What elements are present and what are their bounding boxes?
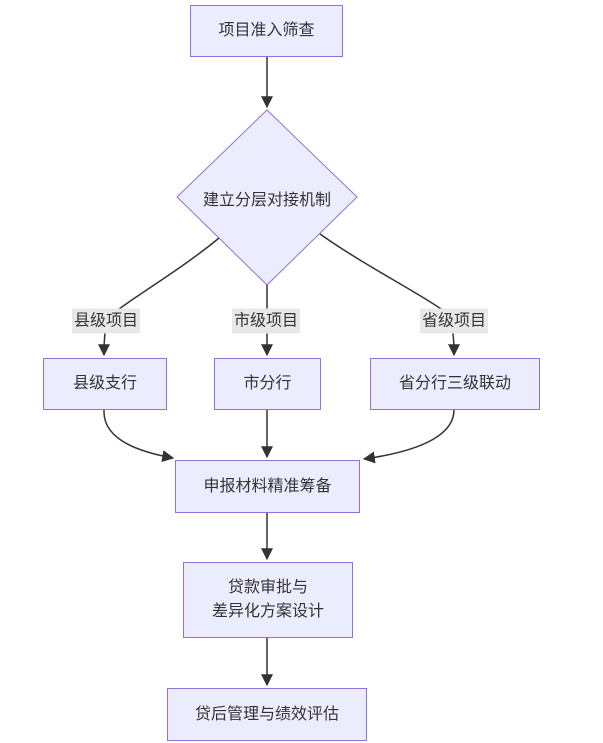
node-loan-approval: 贷款审批与 差异化方案设计 bbox=[183, 562, 353, 638]
node-project-screening-label: 项目准入筛查 bbox=[218, 22, 315, 39]
node-loan-approval-label-line1: 贷款审批与 bbox=[227, 579, 308, 596]
edge-label-city-project: 市级项目 bbox=[231, 308, 301, 334]
node-decision-mechanism: 建立分层对接机制 bbox=[177, 110, 357, 285]
edge-county-branch-to-materials bbox=[103, 409, 175, 463]
node-decision-mechanism-label: 建立分层对接机制 bbox=[202, 191, 331, 209]
node-province-branch-label: 省分行三级联动 bbox=[398, 375, 511, 392]
edge-mechanism-to-province-branch bbox=[319, 233, 460, 357]
node-materials-preparation-label: 申报材料精准筹备 bbox=[203, 477, 332, 495]
node-materials-preparation: 申报材料精准筹备 bbox=[175, 460, 360, 513]
node-city-branch: 市分行 bbox=[214, 358, 321, 410]
node-province-branch: 省分行三级联动 bbox=[370, 358, 540, 410]
node-county-branch: 县级支行 bbox=[43, 358, 167, 410]
edge-label-county-project: 县级项目 bbox=[71, 308, 141, 334]
edge-label-province-project: 省级项目 bbox=[419, 308, 489, 334]
node-city-branch-label: 市分行 bbox=[243, 375, 292, 392]
node-county-branch-label: 县级支行 bbox=[72, 375, 137, 392]
node-project-screening: 项目准入筛查 bbox=[190, 5, 343, 57]
edge-province-branch-to-materials bbox=[362, 409, 455, 464]
node-postloan-management: 贷后管理与绩效评估 bbox=[167, 688, 367, 741]
node-loan-approval-label-line2: 差异化方案设计 bbox=[211, 603, 324, 620]
node-postloan-management-label: 贷后管理与绩效评估 bbox=[194, 705, 339, 723]
